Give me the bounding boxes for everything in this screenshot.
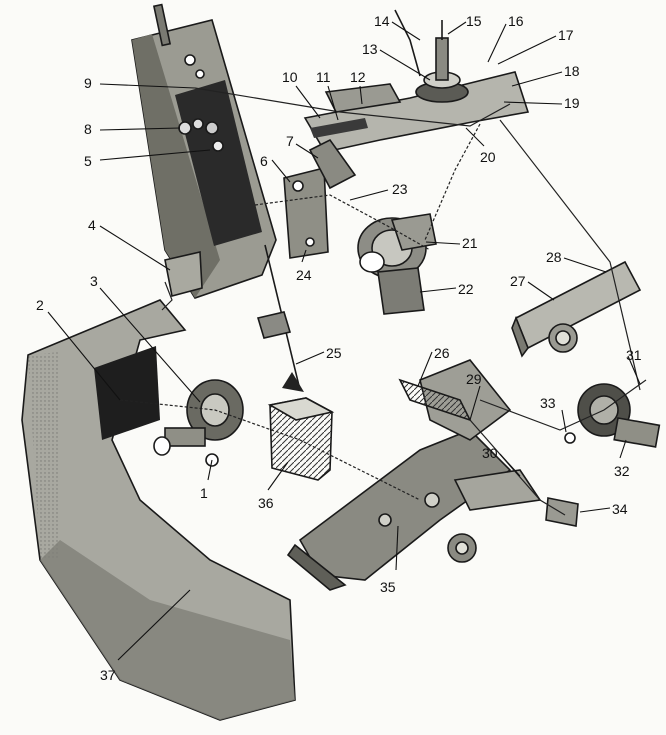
label-31: 31 <box>626 347 642 363</box>
label-33: 33 <box>540 395 556 411</box>
label-24: 24 <box>296 267 312 283</box>
label-21: 21 <box>462 235 478 251</box>
label-12: 12 <box>350 69 366 85</box>
label-19: 19 <box>564 95 580 111</box>
needle-bar-housing <box>131 3 277 299</box>
label-29: 29 <box>466 371 482 387</box>
label-20: 20 <box>480 149 496 165</box>
label-3: 3 <box>90 273 98 289</box>
label-28: 28 <box>546 249 562 265</box>
fabric-block <box>267 397 335 481</box>
label-35: 35 <box>380 579 396 595</box>
label-25: 25 <box>326 345 342 361</box>
label-16: 16 <box>508 13 524 29</box>
thread-guide-bracket <box>283 166 329 259</box>
label-13: 13 <box>362 41 378 57</box>
label-11: 11 <box>316 69 331 85</box>
looper-assembly <box>286 359 542 591</box>
label-14: 14 <box>374 13 390 29</box>
label-37: 37 <box>100 667 116 683</box>
label-23: 23 <box>392 181 408 197</box>
label-17: 17 <box>558 27 574 43</box>
upper-thread-plate <box>303 9 530 190</box>
label-34: 34 <box>612 501 628 517</box>
label-10: 10 <box>282 69 298 85</box>
label-18: 18 <box>564 63 580 79</box>
lower-tension-assembly <box>545 383 661 527</box>
side-cover <box>21 299 296 721</box>
label-8: 8 <box>84 121 92 137</box>
thread-guide-bar <box>511 260 642 358</box>
label-27: 27 <box>510 273 526 289</box>
label-4: 4 <box>88 217 96 233</box>
label-2: 2 <box>36 297 44 313</box>
label-7: 7 <box>286 133 294 149</box>
label-9: 9 <box>84 75 92 91</box>
threads <box>119 87 647 516</box>
upper-tension-assembly <box>357 213 437 315</box>
label-5: 5 <box>84 153 92 169</box>
label-26: 26 <box>434 345 450 361</box>
left-tension-disc <box>153 379 244 467</box>
callouts: 1 2 3 4 5 6 7 8 9 10 11 12 13 14 15 16 1… <box>36 13 642 683</box>
label-15: 15 <box>466 13 482 29</box>
label-22: 22 <box>458 281 474 297</box>
label-32: 32 <box>614 463 630 479</box>
machine-parts <box>21 3 661 721</box>
presser-block <box>164 251 203 297</box>
label-36: 36 <box>258 495 274 511</box>
label-1: 1 <box>200 485 208 501</box>
label-6: 6 <box>260 153 268 169</box>
label-30: 30 <box>482 445 498 461</box>
needle <box>256 244 304 392</box>
